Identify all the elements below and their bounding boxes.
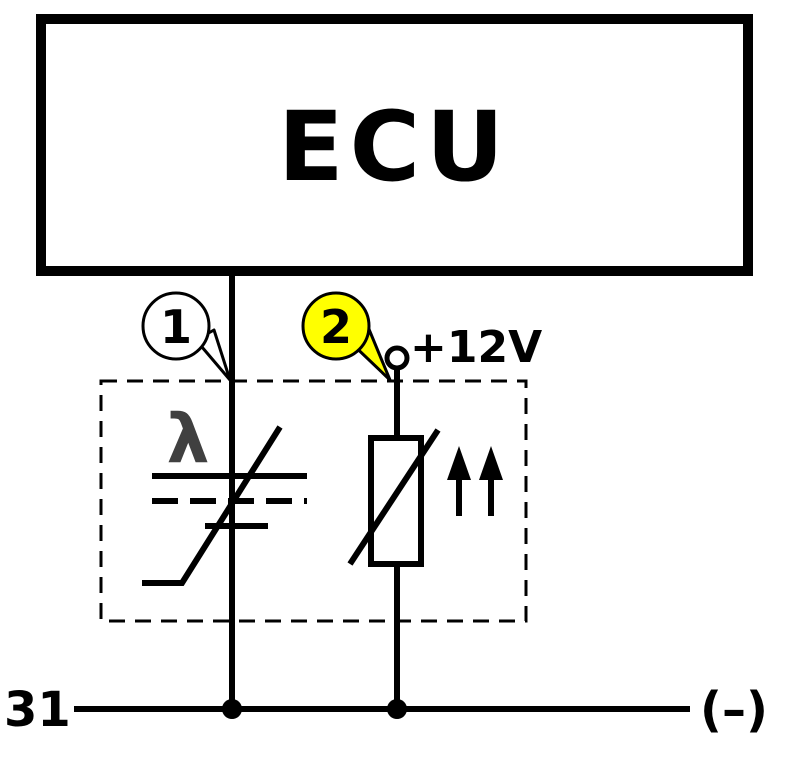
ecu-label: ECU xyxy=(278,91,510,203)
temperature-arrows-icon xyxy=(447,446,503,516)
ecu-box xyxy=(36,14,753,276)
ground-bus: 31 (–) xyxy=(4,682,768,738)
heater-resistor xyxy=(368,435,424,567)
sensor-housing xyxy=(99,379,528,623)
callout-1-circle xyxy=(141,291,211,361)
callout-2-circle xyxy=(301,291,371,361)
junction-dot-2 xyxy=(387,699,407,719)
junction-dot-1 xyxy=(222,699,242,719)
callout-1-number: 1 xyxy=(160,300,192,354)
ecu-block: ECU xyxy=(36,14,753,276)
supply-voltage-label: +12V xyxy=(410,322,542,373)
callout-1: 1 xyxy=(141,291,232,382)
supply-terminal xyxy=(384,345,410,371)
callout-2: 2 xyxy=(301,291,392,382)
heater-variable-slash xyxy=(347,428,441,566)
callout-2-number: 2 xyxy=(320,300,352,354)
sensor-nonlinear-slash xyxy=(142,425,283,586)
lambda-symbol: λ xyxy=(166,400,209,479)
heater-circuit: +12V xyxy=(347,322,542,709)
ground-terminal-31-label: 31 xyxy=(4,682,71,738)
ground-negative-label: (–) xyxy=(700,682,768,738)
lambda-sensor-element: λ xyxy=(142,400,307,586)
